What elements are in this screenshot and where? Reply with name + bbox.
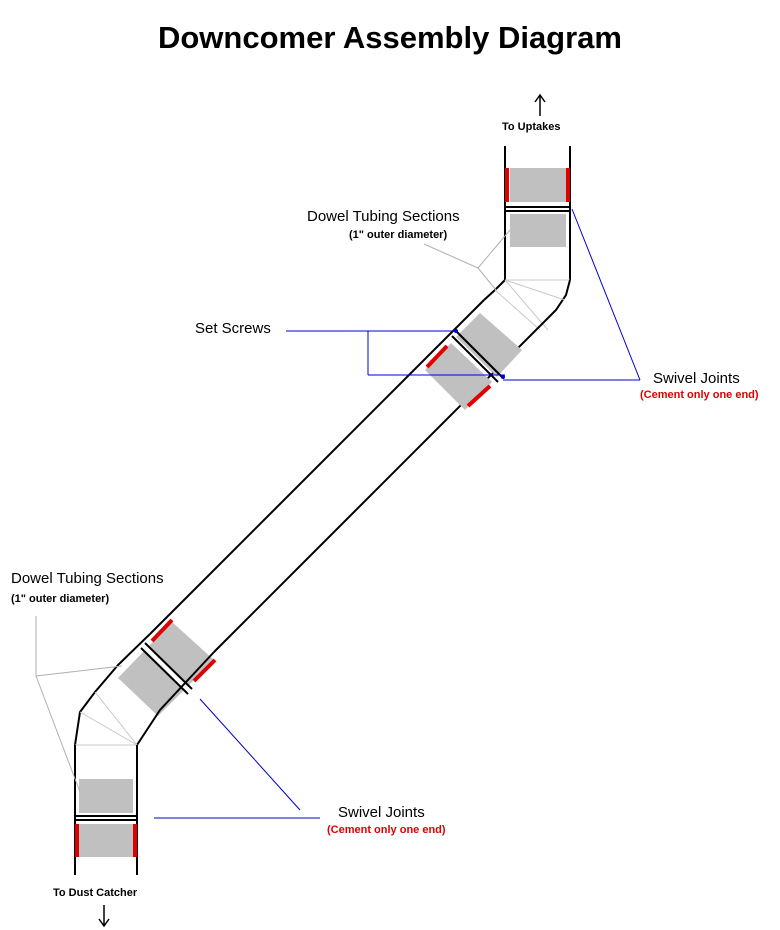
bottom-elbow xyxy=(74,633,215,746)
top-dowel-lower xyxy=(510,214,566,247)
cement-mark-bottom-left xyxy=(75,824,79,857)
swivel-bottom-label: Swivel Joints xyxy=(338,804,425,821)
top-swivel-joint xyxy=(505,206,570,212)
cement-mark-top-right xyxy=(566,168,570,202)
bottom-swivel-joint xyxy=(75,815,137,821)
swivel-bottom-leader xyxy=(154,698,320,819)
top-elbow xyxy=(483,279,571,331)
upper-diagonal-swivel-joint xyxy=(451,330,503,383)
to-dust-catcher-label: To Dust Catcher xyxy=(53,887,138,899)
cement-mark-lower-right xyxy=(192,658,217,683)
up-arrow-icon xyxy=(534,93,546,116)
bottom-dowel-upper xyxy=(79,779,133,813)
cement-mark-bottom-right xyxy=(133,824,137,857)
cement-mark-upper-left xyxy=(425,344,449,369)
top-dowel-upper xyxy=(510,168,566,202)
cement-mark-top-left xyxy=(505,168,509,202)
set-screws-leader xyxy=(286,330,505,376)
lower-diagonal-swivel-joint xyxy=(140,642,193,695)
set-screws-label: Set Screws xyxy=(195,320,271,337)
swivel-top-note: (Cement only one end) xyxy=(640,389,759,401)
upper-diagonal-dowel-a xyxy=(456,313,522,377)
dowel-bottom-sublabel: (1" outer diameter) xyxy=(11,593,110,605)
dowel-bottom-label: Dowel Tubing Sections xyxy=(11,570,164,587)
diagonal-pipe xyxy=(149,299,549,653)
dowel-top-label: Dowel Tubing Sections xyxy=(307,208,460,225)
swivel-bottom-note: (Cement only one end) xyxy=(327,824,446,836)
cement-mark-upper-right xyxy=(466,384,492,408)
to-uptakes-label: To Uptakes xyxy=(502,121,561,133)
lower-diagonal-dowel-b xyxy=(118,651,184,716)
dowel-bottom-leader xyxy=(35,616,123,793)
dowel-top-leader xyxy=(423,229,511,291)
upper-diagonal-dowel-b xyxy=(425,343,492,410)
page-title: Downcomer Assembly Diagram xyxy=(157,20,622,55)
swivel-top-label: Swivel Joints xyxy=(653,370,740,387)
bottom-dowel-lower xyxy=(79,824,133,857)
dowel-top-sublabel: (1" outer diameter) xyxy=(349,229,448,241)
swivel-top-leader xyxy=(503,208,641,381)
set-screw-upper xyxy=(454,329,458,333)
set-screw-lower xyxy=(501,375,505,379)
top-vertical-pipe xyxy=(504,146,571,281)
cement-mark-lower-left xyxy=(150,618,174,643)
down-arrow-icon xyxy=(98,905,110,928)
